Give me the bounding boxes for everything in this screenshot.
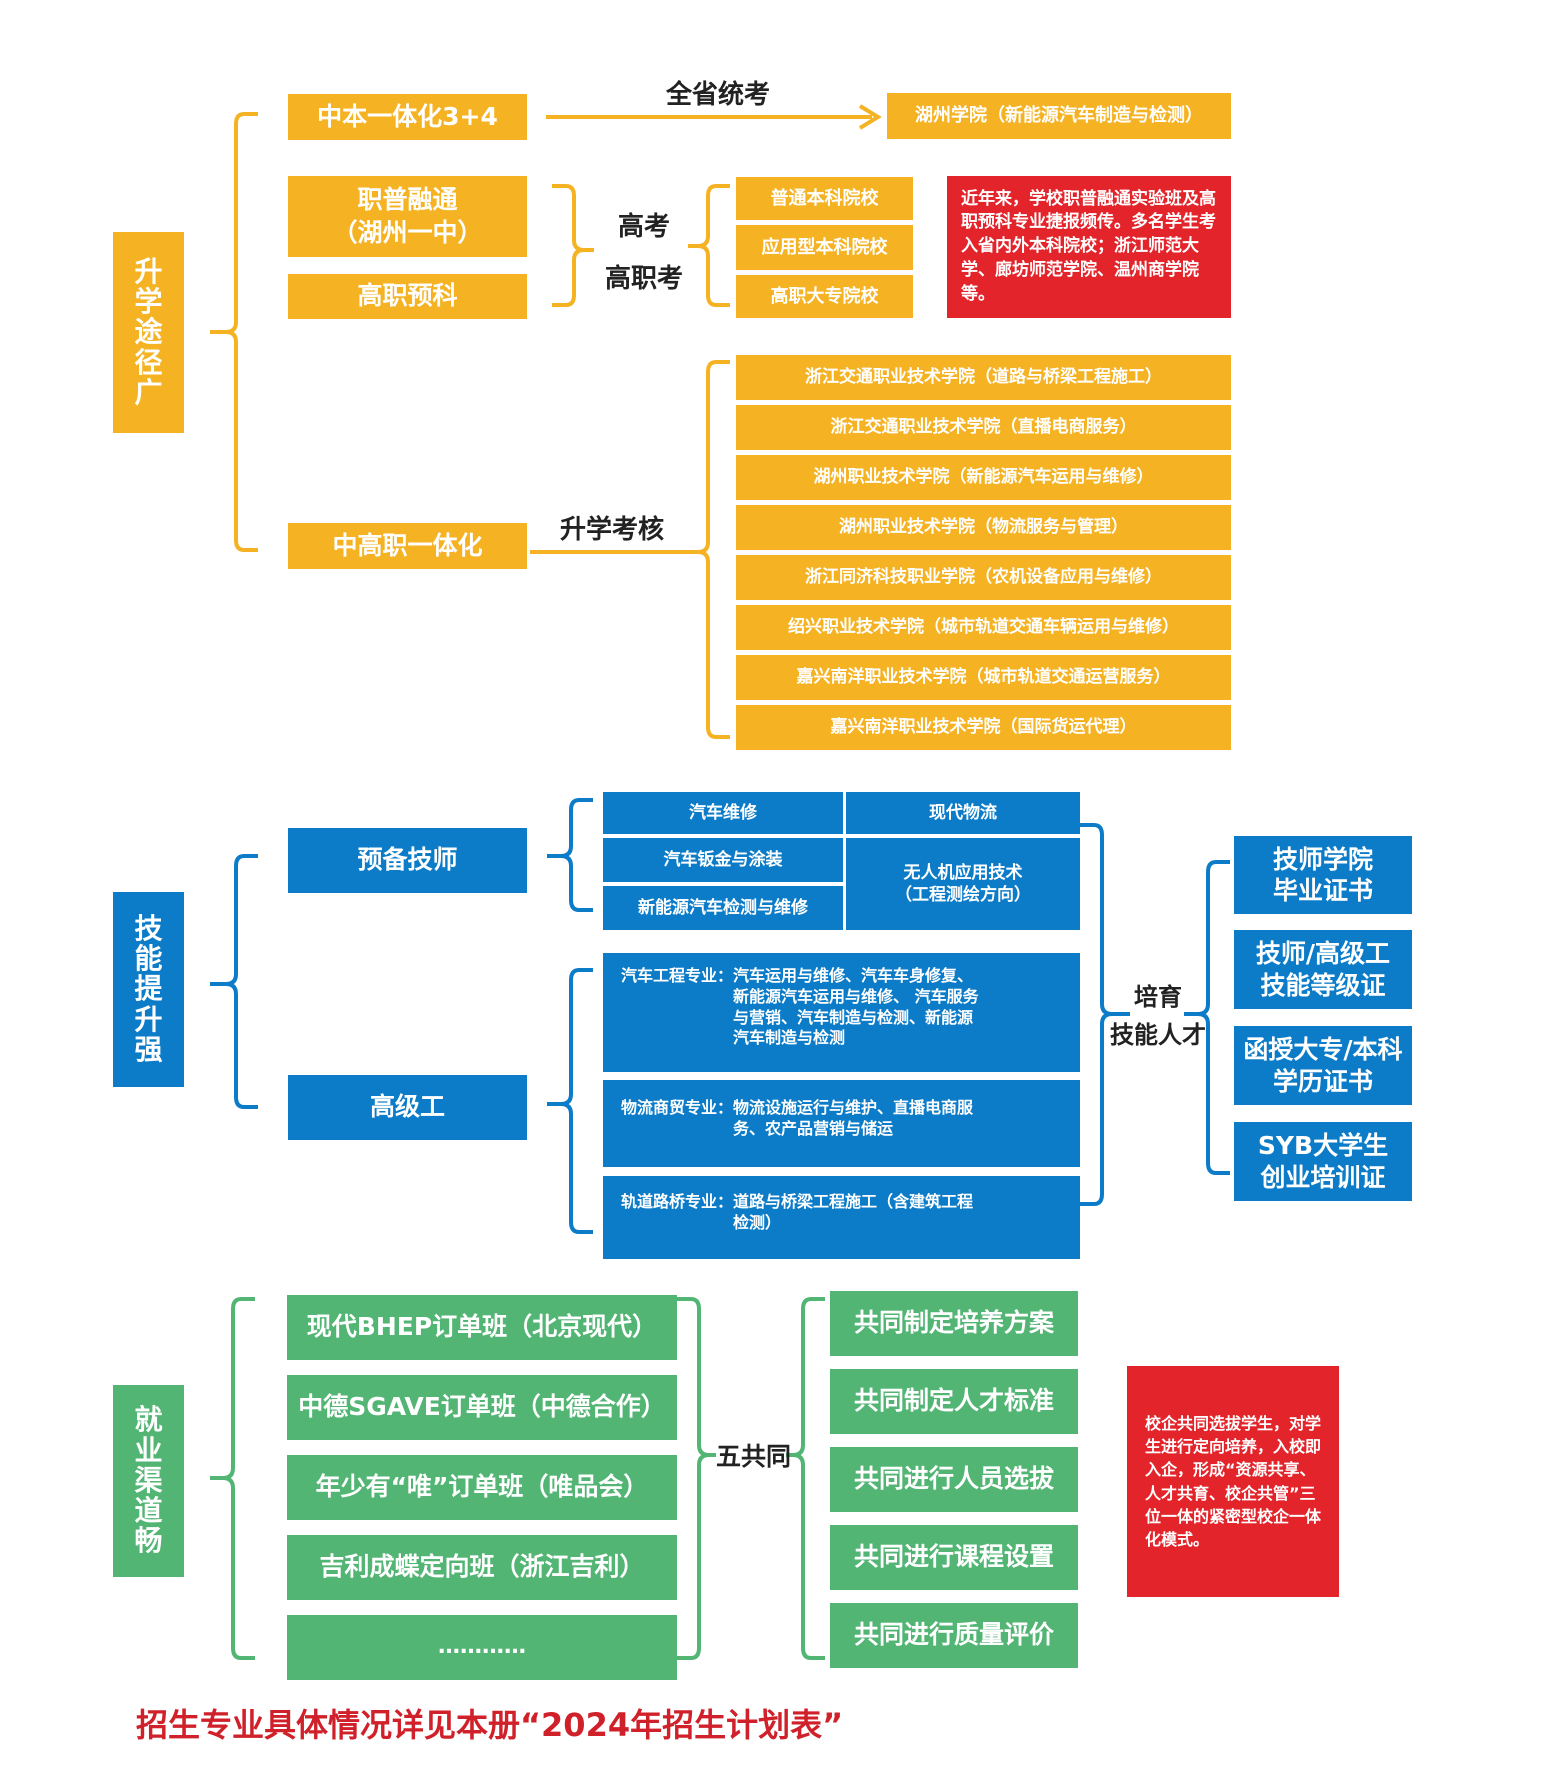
section-title-skill-upgrade: 技能提升强 [113, 892, 184, 1087]
section-title-employment: 就业渠道畅 [113, 1385, 184, 1577]
path-integrated-undergrad: 中本一体化3+4 [288, 94, 527, 140]
major-name: 物流商贸专业： [621, 1098, 734, 1117]
college-target-3: 湖州职业技术学院（新能源汽车运用与维修） [736, 455, 1231, 500]
order-class-2: 中德SGAVE订单班（中德合作） [287, 1375, 677, 1440]
path-vocational-general: 职普融通 （湖州一中） [288, 176, 527, 257]
common-quality-evaluation: 共同进行质量评价 [830, 1603, 1078, 1668]
cert-diploma-degree: 函授大专/本科 学历证书 [1234, 1026, 1412, 1105]
college-target-1: 浙江交通职业技术学院（道路与桥梁工程施工） [736, 355, 1231, 400]
tech-major-auto-repair: 汽车维修 [603, 792, 843, 834]
connector-five-commons: 五共同 [716, 1442, 792, 1471]
major-name: 轨道路桥专业： [621, 1192, 734, 1211]
path-vocational-prep: 高职预科 [288, 274, 527, 319]
order-class-3: 年少有“唯”订单班（唯品会） [287, 1455, 677, 1520]
major-desc: 物流设施运行与维护、直播电商服 务、农产品营销与储运 [733, 1098, 974, 1138]
connector-provincial-exam: 全省统考 [666, 80, 771, 110]
common-training-plan: 共同制定培养方案 [830, 1291, 1078, 1356]
cert-technician-college: 技师学院 毕业证书 [1234, 836, 1412, 914]
college-target-5: 浙江同济科技职业学院（农机设备应用与维修） [736, 555, 1231, 600]
tech-major-drone: 无人机应用技术 （工程测绘方向） [846, 838, 1080, 930]
common-talent-standard: 共同制定人才标准 [830, 1369, 1078, 1434]
connector-admission-assessment: 升学考核 [560, 515, 665, 545]
college-target-7: 嘉兴南洋职业技术学院（城市轨道交通运营服务） [736, 655, 1231, 700]
section-title-further-study: 升学途径广 [113, 232, 184, 433]
tier-reserve-technician: 预备技师 [288, 828, 527, 893]
connector-vocational-exam: 高职考 [605, 264, 684, 294]
college-target-4: 湖州职业技术学院（物流服务与管理） [736, 505, 1231, 550]
cert-syb-training: SYB大学生 创业培训证 [1234, 1122, 1412, 1201]
target-huzhou-university: 湖州学院（新能源汽车制造与检测） [887, 93, 1231, 139]
connector-gaokao: 高考 [618, 212, 671, 242]
major-desc: 汽车运用与维修、汽车车身修复、 新能源汽车运用与维修、 汽车服务 与营销、汽车制… [733, 966, 979, 1048]
tier-senior-worker: 高级工 [288, 1075, 527, 1140]
college-target-8: 嘉兴南洋职业技术学院（国际货运代理） [736, 705, 1231, 750]
tech-major-nev-testing: 新能源汽车检测与维修 [603, 886, 843, 930]
major-rail-road-bridge: 轨道路桥专业： 道路与桥梁工程施工（含建筑工程 检测） [603, 1176, 1080, 1259]
note-school-enterprise: 校企共同选拔学生，对学生进行定向培养，入校即入企，形成“资源共享、人才共育、校企… [1127, 1366, 1339, 1597]
college-target-2: 浙江交通职业技术学院（直播电商服务） [736, 405, 1231, 450]
order-class-more: ………… [287, 1615, 677, 1680]
major-desc: 道路与桥梁工程施工（含建筑工程 检测） [733, 1192, 974, 1232]
major-auto-engineering: 汽车工程专业： 汽车运用与维修、汽车车身修复、 新能源汽车运用与维修、 汽车服务… [603, 953, 1080, 1072]
tech-major-body-paint: 汽车钣金与涂装 [603, 838, 843, 882]
cert-skill-level: 技师/高级工 技能等级证 [1234, 930, 1412, 1009]
major-name: 汽车工程专业： [621, 966, 734, 985]
target-applied-undergrad: 应用型本科院校 [736, 225, 913, 270]
common-curriculum: 共同进行课程设置 [830, 1525, 1078, 1590]
order-class-1: 现代BHEP订单班（北京现代） [287, 1295, 677, 1360]
note-admission-results: 近年来，学校职普融通实验班及高职预科专业捷报频传。多名学生考入省内外本科院校；浙… [947, 176, 1231, 318]
common-selection: 共同进行人员选拔 [830, 1447, 1078, 1512]
major-logistics-commerce: 物流商贸专业： 物流设施运行与维护、直播电商服 务、农产品营销与储运 [603, 1080, 1080, 1167]
path-secondary-higher-vocational: 中高职一体化 [288, 523, 527, 569]
connector-cultivate-talent: 培育 技能人才 [1110, 983, 1206, 1050]
target-vocational-college: 高职大专院校 [736, 275, 913, 318]
target-general-undergrad: 普通本科院校 [736, 177, 913, 220]
college-target-6: 绍兴职业技术学院（城市轨道交通车辆运用与维修） [736, 605, 1231, 650]
footer-note: 招生专业具体情况详见本册“2024年招生计划表” [136, 1706, 844, 1744]
tech-major-logistics: 现代物流 [846, 792, 1080, 834]
order-class-4: 吉利成蝶定向班（浙江吉利） [287, 1535, 677, 1600]
